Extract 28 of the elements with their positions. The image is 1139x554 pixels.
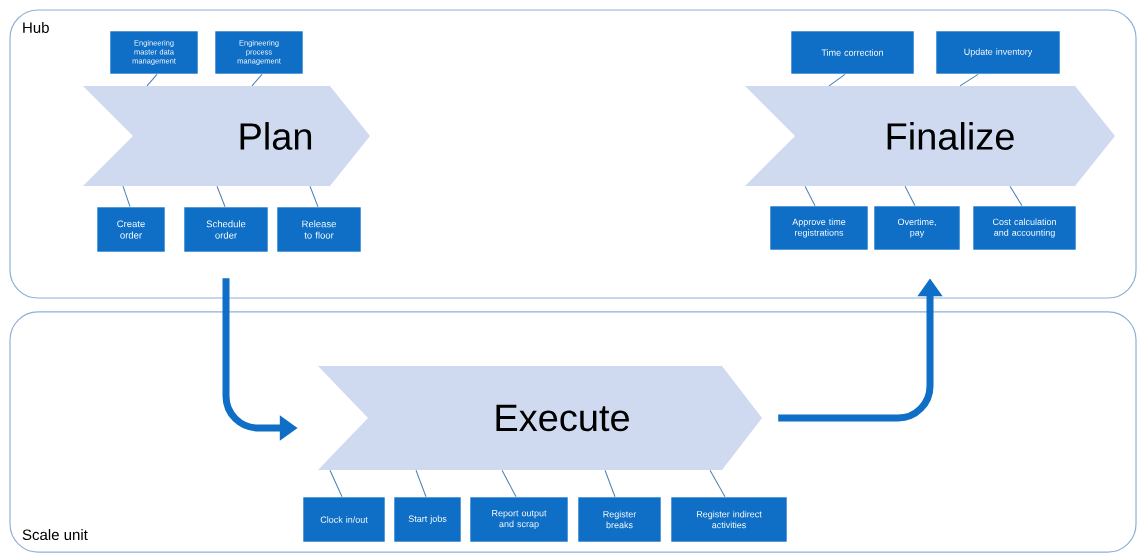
leader-line bbox=[216, 185, 226, 208]
process-box: Clock in/out bbox=[302, 496, 386, 543]
process-box: Schedule order bbox=[183, 206, 269, 253]
leader-line bbox=[415, 469, 427, 498]
process-box: Overtime, pay bbox=[873, 205, 961, 251]
leader-line bbox=[146, 73, 158, 87]
leader-line bbox=[329, 469, 343, 498]
process-box: Release to floor bbox=[276, 206, 362, 253]
leader-line bbox=[1009, 185, 1023, 207]
leader-line bbox=[122, 185, 131, 208]
leader-line bbox=[604, 469, 616, 498]
process-box: Update inventory bbox=[935, 30, 1061, 75]
process-box: Register indirect activities bbox=[670, 496, 788, 543]
process-box: Create order bbox=[96, 206, 166, 253]
process-box: Time correction bbox=[790, 30, 915, 75]
leader-line bbox=[828, 73, 846, 87]
leader-line bbox=[904, 185, 916, 207]
process-box: Start jobs bbox=[393, 496, 462, 543]
leader-line bbox=[309, 185, 319, 208]
leader-line bbox=[709, 469, 726, 498]
process-box: Approve time registrations bbox=[769, 205, 869, 251]
leader-line bbox=[804, 185, 816, 207]
leader-line bbox=[251, 73, 263, 87]
leader-line bbox=[501, 469, 517, 498]
process-box: Register breaks bbox=[577, 496, 662, 543]
process-box: Report output and scrap bbox=[469, 496, 569, 543]
leader-line bbox=[959, 73, 979, 87]
process-box: Cost calculation and accounting bbox=[972, 205, 1077, 251]
